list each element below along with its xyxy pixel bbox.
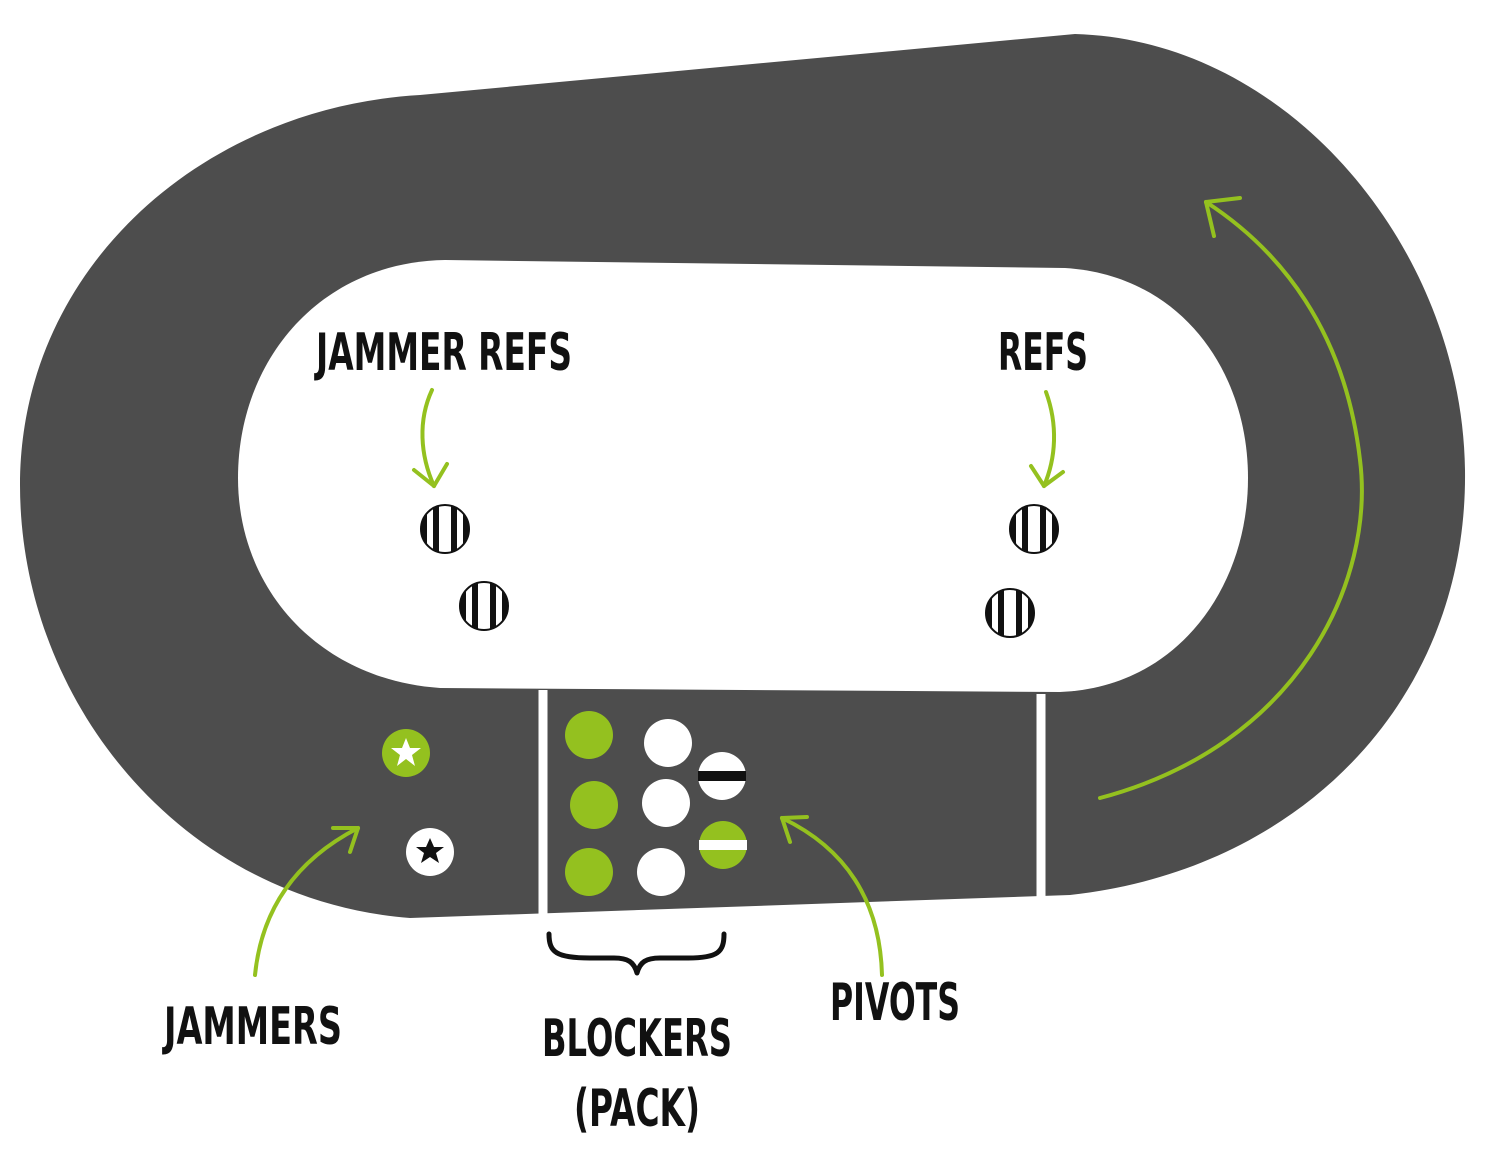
blocker-white (637, 848, 685, 896)
jammer-white-star-icon (406, 828, 454, 876)
label-jammers: JAMMERS (162, 997, 342, 1057)
arrow-to-jammers-icon (253, 826, 360, 977)
jammer-green-star-icon (382, 729, 430, 777)
blocker-white (642, 779, 690, 827)
label-blockers: BLOCKERS (542, 1009, 732, 1069)
blocker-green (565, 848, 613, 896)
pack-brace-icon (546, 931, 727, 976)
label-pack: (PACK) (574, 1079, 700, 1139)
arrow-to-refs-icon (1029, 390, 1065, 488)
arrow-to-pivots-icon (780, 815, 884, 977)
label-pivots: PIVOTS (830, 973, 960, 1033)
blocker-green (570, 781, 618, 829)
pivot-green-icon (699, 821, 747, 869)
blocker-green (565, 711, 613, 759)
label-jammer-refs: JAMMER REFS (314, 323, 572, 383)
arrow-to-jammer-refs-icon (412, 388, 449, 488)
blocker-white (644, 719, 692, 767)
ref-icon (420, 504, 470, 554)
direction-arrow-icon (1098, 196, 1364, 800)
ref-icon (459, 581, 509, 631)
pivot-white-icon (698, 752, 746, 800)
ref-icon (1009, 504, 1059, 554)
ref-icon (985, 588, 1035, 638)
label-refs: REFS (998, 323, 1088, 383)
